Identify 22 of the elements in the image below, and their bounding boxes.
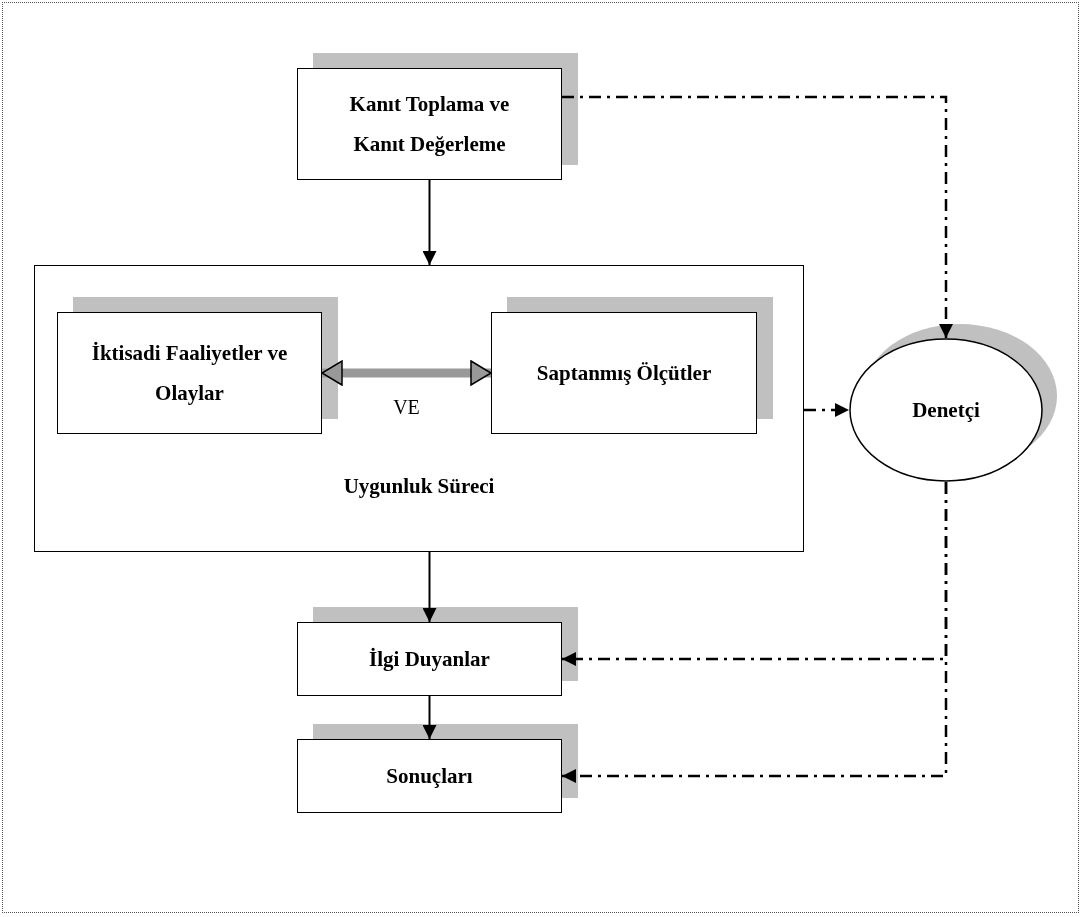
edge-label: VE — [393, 396, 420, 419]
node-label: İktisadi Faaliyetler ve Olaylar — [90, 340, 289, 407]
node-label: İlgi Duyanlar — [369, 646, 490, 673]
arrow — [422, 179, 437, 266]
actor-ellipse — [849, 338, 1043, 482]
double-arrow — [321, 360, 492, 386]
arrow — [562, 482, 948, 783]
process-box — [297, 622, 562, 696]
node-label: Sonuçları — [386, 763, 473, 790]
process-box — [491, 312, 757, 434]
arrow — [422, 695, 437, 740]
arrow — [804, 403, 849, 417]
process-box — [57, 312, 322, 434]
node-label: Kanıt Toplama ve Kanıt Değerleme — [348, 91, 511, 158]
process-box — [297, 739, 562, 813]
process-box — [297, 68, 562, 180]
node-label: Saptanmış Ölçütler — [536, 360, 712, 387]
arrow — [422, 551, 437, 623]
node-label: Uygunluk Süreci — [342, 473, 496, 500]
arrow — [562, 95, 953, 338]
process-container — [34, 265, 804, 552]
node-label: Denetçi — [912, 397, 980, 424]
